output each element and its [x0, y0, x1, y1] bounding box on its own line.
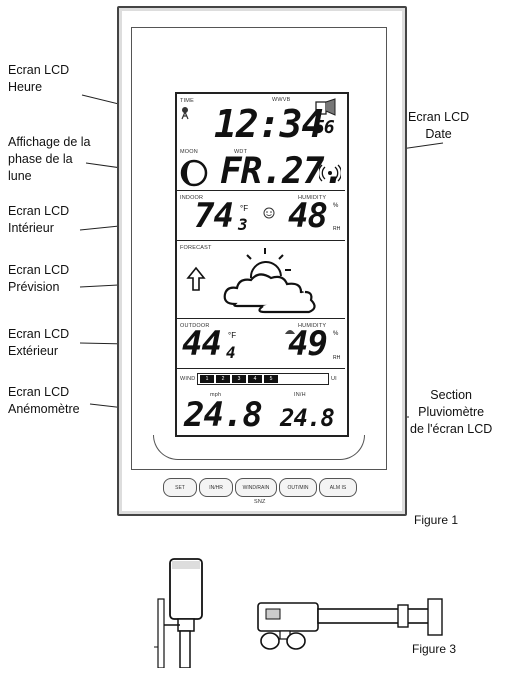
rain-label: IN/H — [294, 392, 306, 398]
wind-bar-1: 1 — [200, 375, 214, 383]
time-value: 12:34 — [214, 102, 324, 146]
divider-4 — [177, 368, 345, 369]
divider-2 — [177, 240, 345, 241]
outdoor-percent: % — [333, 331, 339, 337]
speaker-icon — [315, 98, 337, 121]
signal-icon — [317, 164, 343, 187]
wind-value: 24.8 — [184, 395, 263, 435]
set-button[interactable]: SET — [163, 478, 197, 497]
in-hr-button[interactable]: IN/HR — [199, 478, 233, 497]
outdoor-humidity-label: HUMIDITY — [298, 323, 327, 329]
rain-value: 24.8 — [280, 404, 335, 432]
sun-cloud-icon — [213, 246, 323, 319]
figure-1-caption: Figure 1 — [414, 513, 459, 527]
indoor-humidity-label: HUMIDITY — [298, 195, 327, 201]
wind-bar-3: 3 — [232, 375, 246, 383]
wind-bar-2: 2 — [216, 375, 230, 383]
forecast-label: FORECAST — [180, 245, 212, 251]
wwvb-label: WWVB — [272, 97, 291, 103]
wind-bargraph: 1 2 3 4 5 — [197, 373, 329, 385]
indoor-percent: % — [333, 203, 339, 209]
alarm-button[interactable]: ALM IS — [319, 478, 357, 497]
mph-label: mph — [210, 392, 222, 398]
moon-label: MOON — [180, 149, 198, 155]
seconds-value: 56 — [314, 117, 335, 138]
outdoor-label: OUTDOOR — [180, 323, 210, 329]
indoor-humidity: 48 — [288, 196, 328, 236]
indoor-temp-unit: °F — [240, 204, 249, 213]
out-min-button[interactable]: OUT/MIN — [279, 478, 317, 497]
outdoor-temp-decimal: 4 — [226, 343, 236, 362]
divider-1 — [177, 190, 345, 191]
indoor-temp-decimal: 3 — [238, 215, 248, 234]
forecast-up-arrow-icon — [186, 266, 206, 297]
indoor-temp: 74 — [194, 196, 234, 236]
outdoor-rh: RH — [333, 355, 341, 361]
indoor-rh: RH — [333, 226, 341, 232]
outdoor-humidity: 49 — [288, 324, 328, 364]
rain-sensor-drawing — [150, 555, 220, 673]
wind-bar-5: 5 — [264, 375, 278, 383]
wind-label: WIND — [180, 376, 196, 382]
anemometer-drawing — [248, 595, 448, 660]
wind-rain-button[interactable]: WIND/RAIN — [235, 478, 277, 497]
figure-3-caption: Figure 3 — [412, 642, 457, 656]
wdt-label: WDT — [234, 149, 248, 155]
wind-bar-4: 4 — [248, 375, 262, 383]
date-value: FR.27. — [220, 151, 345, 192]
bezel-curve — [153, 435, 365, 460]
outdoor-sensor-icon — [284, 322, 296, 340]
time-label: TIME — [180, 98, 194, 104]
brand-label: SNZ — [254, 499, 266, 505]
antenna-icon — [180, 106, 190, 125]
outdoor-temp-unit: °F — [228, 331, 237, 340]
divider-3 — [177, 318, 345, 319]
moon-phase-icon — [179, 158, 209, 193]
outdoor-temp: 44 — [182, 324, 222, 364]
indoor-label: INDOOR — [180, 195, 204, 201]
wind-unit-right: UI — [331, 376, 337, 382]
comfort-smiley-icon — [263, 206, 275, 224]
